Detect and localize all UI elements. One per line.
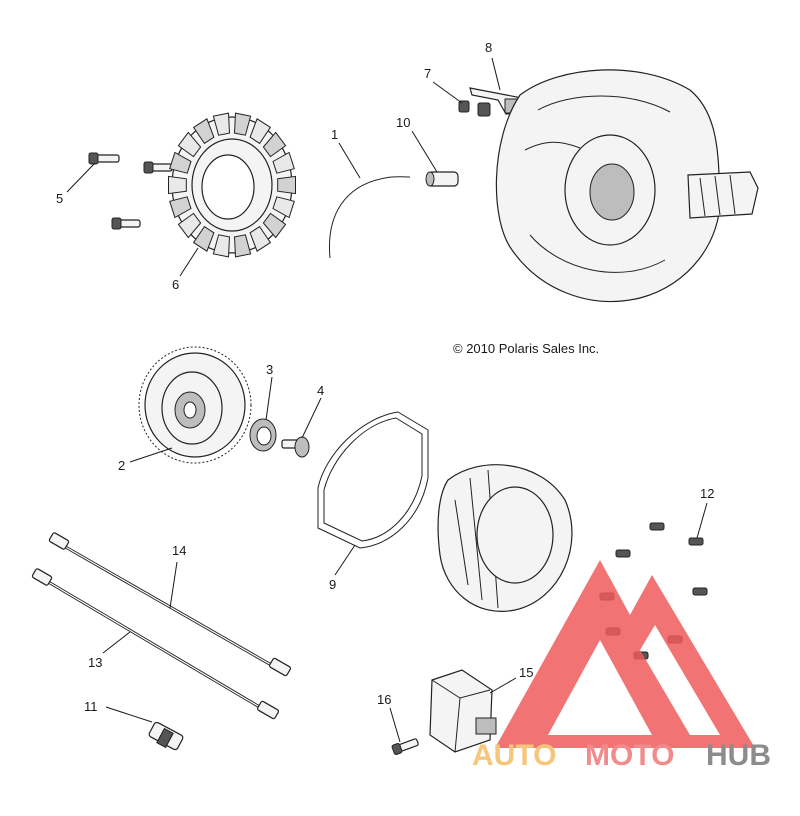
engine-housing-cover: [495, 69, 759, 302]
callout-10: 10: [396, 115, 410, 130]
callout-9: 9: [329, 577, 336, 592]
copyright-text: © 2010 Polaris Sales Inc.: [453, 341, 599, 356]
callout-15: 15: [519, 665, 533, 680]
stator-tooth: [262, 131, 287, 158]
callout-8: 8: [485, 40, 492, 55]
watermark-logo: [495, 560, 755, 748]
spark-plug-11: [148, 721, 184, 751]
bolt-7a: [458, 100, 470, 113]
stator-tooth: [169, 151, 192, 174]
one-way-clutch-3: [249, 418, 277, 452]
gasket-9: [317, 411, 429, 549]
callout-11: 11: [84, 699, 98, 714]
bolt-5b: [143, 161, 173, 174]
flywheel-2: [138, 346, 252, 464]
callout-4: 4: [317, 383, 324, 398]
watermark-wordmark: AUTO MOTO HUB: [472, 739, 771, 772]
cable-13: [31, 568, 280, 720]
bolt-4: [281, 436, 310, 458]
stator-cover: [437, 464, 573, 612]
stator-tooth: [192, 225, 215, 252]
callout-2: 2: [118, 458, 125, 473]
callout-1: 1: [331, 127, 338, 142]
bolt-16: [391, 738, 419, 756]
callout-14: 14: [172, 543, 186, 558]
leader-lines: [66, 57, 708, 743]
callout-16: 16: [377, 692, 391, 707]
stator-tooth: [262, 212, 287, 239]
callout-13: 13: [88, 655, 102, 670]
callout-7: 7: [424, 66, 431, 81]
stator-6: [168, 112, 296, 258]
stator-tooth: [272, 151, 295, 174]
voltage-regulator-15: [429, 669, 497, 753]
bolt-5a: [88, 152, 120, 165]
stator-tooth: [272, 196, 295, 219]
stator-tooth: [249, 225, 272, 252]
callout-3: 3: [266, 362, 273, 377]
stator-tooth: [212, 112, 231, 136]
wordmark-moto: MOTO: [585, 739, 674, 772]
wire-harness-1: [328, 176, 411, 259]
bolt-5c: [111, 217, 141, 230]
stator-tooth: [177, 212, 202, 239]
logo-triangle-icon: [495, 560, 755, 748]
callout-5: 5: [56, 191, 63, 206]
callout-6: 6: [172, 277, 179, 292]
grommet-10: [425, 171, 459, 187]
wordmark-hub: HUB: [706, 739, 771, 772]
bolt-7b: [477, 102, 491, 117]
cable-14: [48, 532, 292, 677]
callout-12: 12: [700, 486, 714, 501]
stator-tooth: [277, 175, 296, 195]
wordmark-auto: AUTO: [472, 739, 556, 772]
stator-tooth: [169, 196, 192, 219]
stator-tooth: [233, 112, 252, 136]
stator-tooth: [168, 175, 187, 195]
stator-tooth: [192, 118, 215, 145]
stator-tooth: [249, 118, 272, 145]
stator-tooth: [212, 234, 231, 258]
stator-tooth: [233, 234, 252, 258]
stator-tooth: [177, 131, 202, 158]
